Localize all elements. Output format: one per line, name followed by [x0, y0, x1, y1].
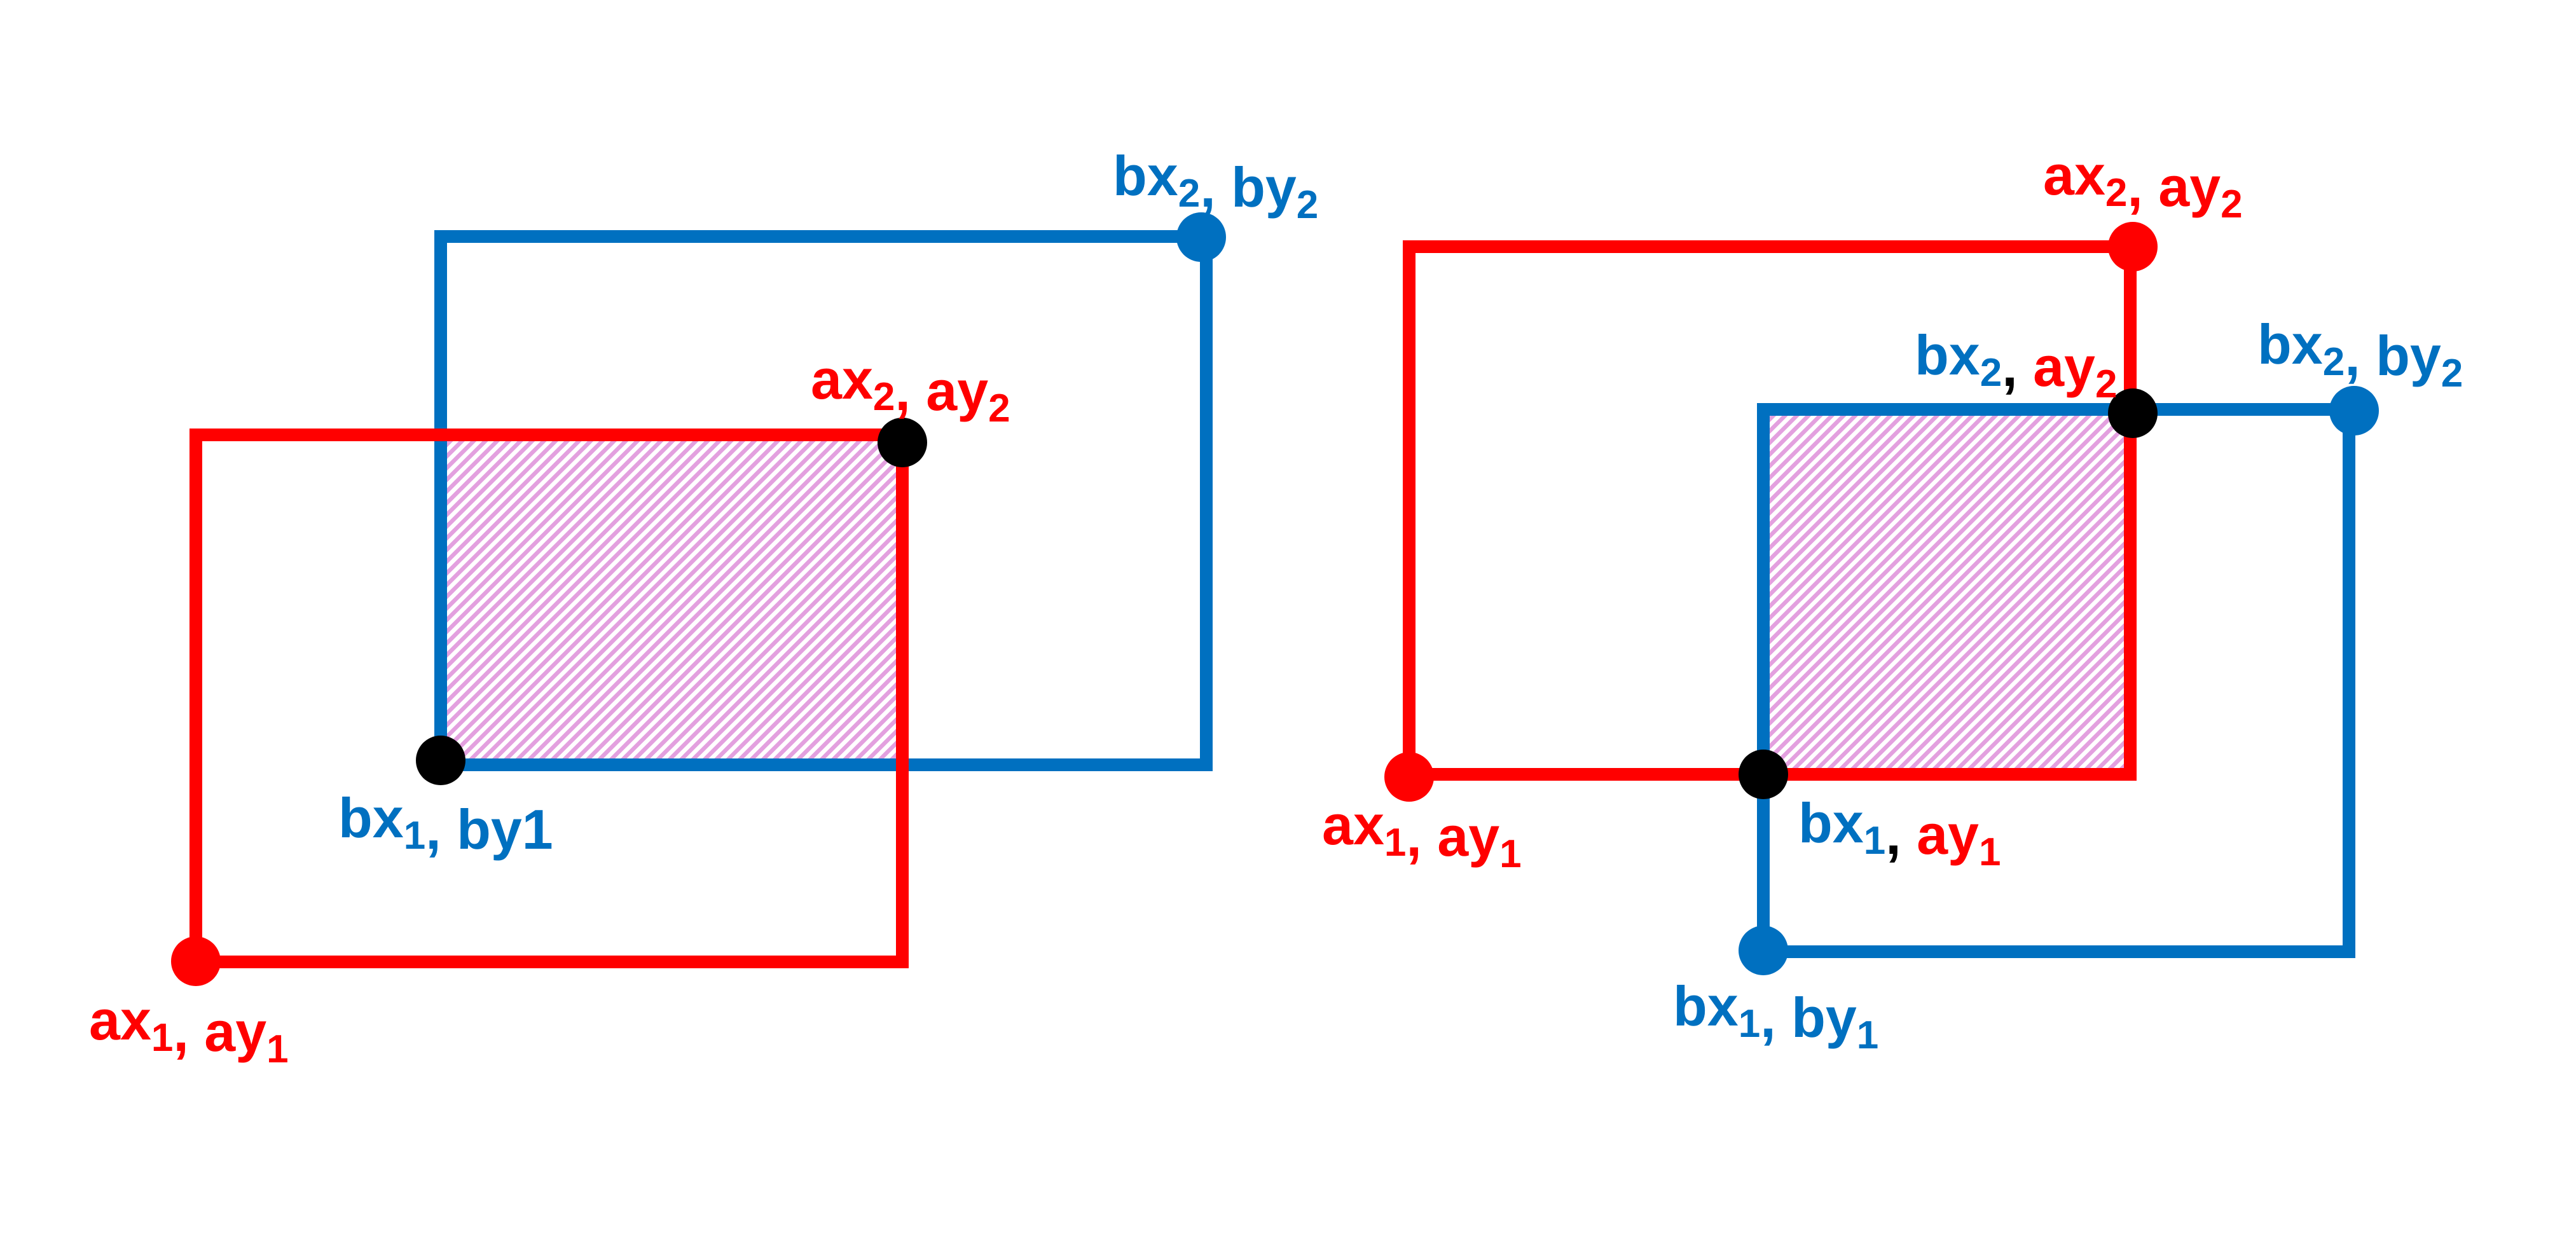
label-bx2-by2: bx2, by2	[2257, 313, 2463, 395]
label-ax1-ay1: ax1, ay1	[1322, 793, 1522, 876]
point-ax1-ay1	[171, 936, 221, 986]
point-ax1-ay1	[1384, 752, 1434, 802]
overlap-area	[1763, 409, 2130, 774]
label-ax2-ay2: ax2, ay2	[811, 348, 1010, 430]
point-bx2-by2	[1176, 212, 1226, 262]
point-bx1-by1-intersection	[416, 736, 465, 785]
point-bx1-by1	[1739, 926, 1788, 975]
label-bx2-ay2: bx2, ay2	[1915, 324, 2117, 406]
point-bx2-ay2-intersection	[2108, 388, 2158, 438]
box-a	[189, 429, 909, 968]
diagram-corner-overlap: ax2, ay2 bx2, ay2 bx2, by2 ax1, ay1 bx1, ay1…	[1322, 144, 2463, 1057]
overlap-area	[441, 435, 902, 765]
point-bx2-by2	[2329, 386, 2379, 435]
point-ax2-ay2-intersection	[878, 418, 927, 467]
label-bx1-ay1: bx1, ay1	[1798, 792, 2001, 874]
label-bx2-by2: bx2, by2	[1113, 144, 1318, 227]
point-ax2-ay2	[2108, 222, 2158, 271]
diagram-partial-overlap: bx2, by2 ax2, ay2 bx1, by1 ax1, ay1	[89, 144, 1318, 1071]
box-b	[434, 230, 1213, 771]
point-bx1-ay1-intersection	[1739, 750, 1788, 799]
label-bx1-by1: bx1, by1	[1673, 975, 1878, 1057]
label-bx1-by1: bx1, by1	[338, 786, 553, 861]
label-ax2-ay2: ax2, ay2	[2043, 144, 2243, 226]
box-b	[1757, 403, 2355, 958]
label-ax1-ay1: ax1, ay1	[89, 989, 289, 1071]
